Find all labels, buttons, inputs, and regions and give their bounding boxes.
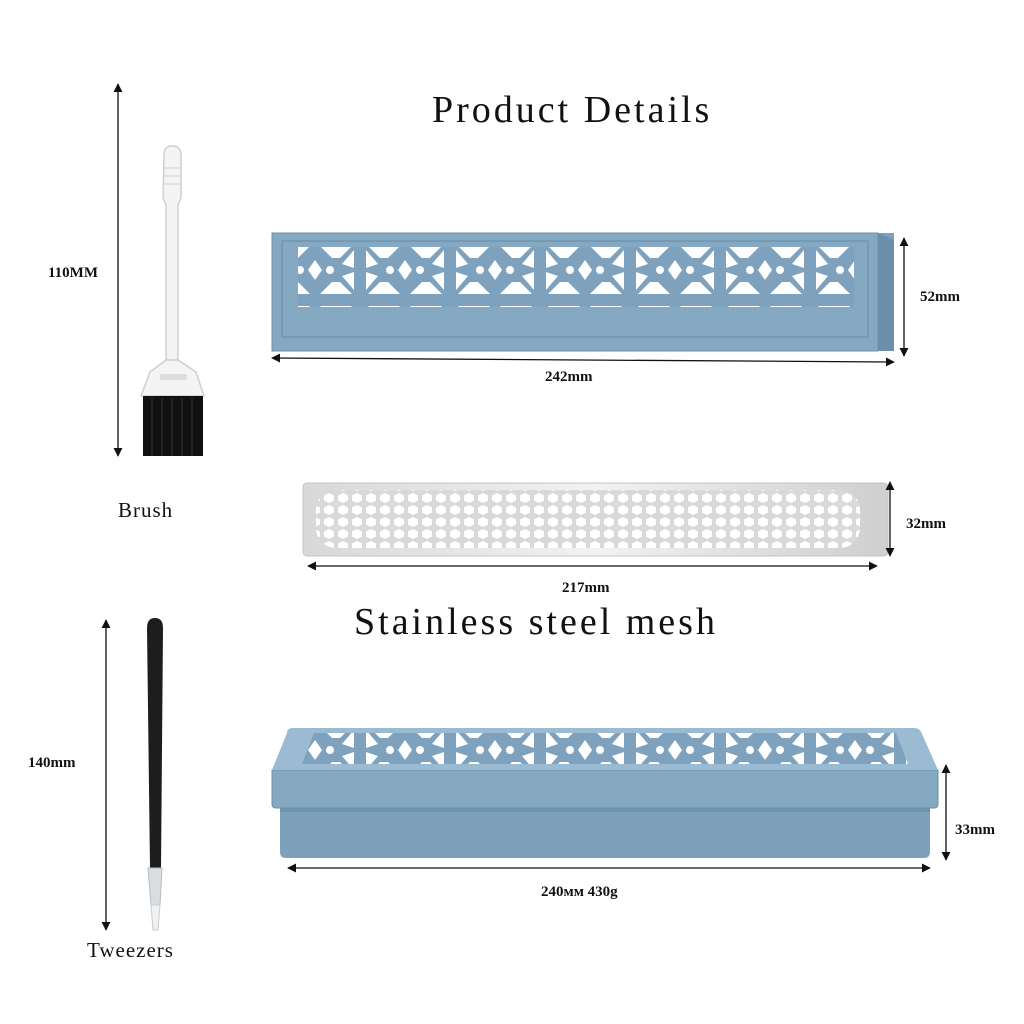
tweezers-image <box>147 618 163 931</box>
tweezers-height-label: 140mm <box>28 755 76 771</box>
lid-width-arrow <box>271 353 895 367</box>
brush-height-label: 110MM <box>48 265 98 281</box>
lid-image <box>271 232 894 352</box>
lid-height-label: 52mm <box>920 289 960 305</box>
mesh-width-label: 217mm <box>562 580 610 596</box>
mesh-image <box>302 482 889 557</box>
brush-image <box>139 145 206 456</box>
brush-label: Brush <box>118 498 174 522</box>
box-image <box>271 728 939 858</box>
box-width-weight-label: 240мм 430g <box>541 884 618 900</box>
mesh-title: Stainless steel mesh <box>354 601 718 643</box>
mesh-height-label: 32mm <box>906 516 946 532</box>
product-details-title: Product Details <box>432 89 713 131</box>
tweezers-label: Tweezers <box>87 938 174 962</box>
box-height-label: 33mm <box>955 822 995 838</box>
lid-width-label: 242mm <box>545 369 593 385</box>
